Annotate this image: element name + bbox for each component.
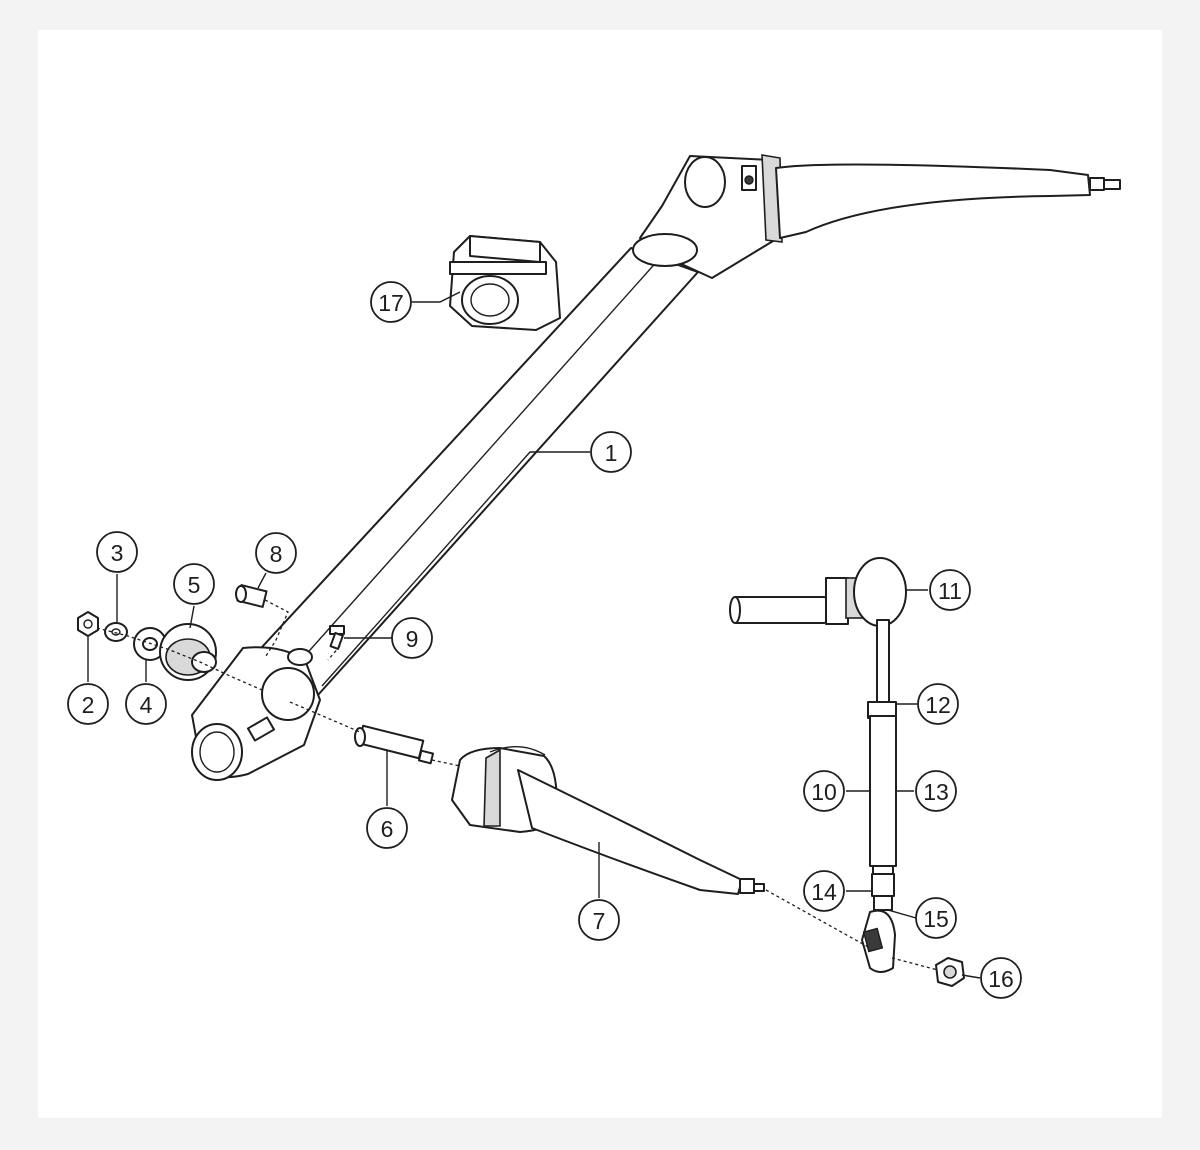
callout-label: 7	[593, 908, 606, 934]
callout-circle	[96, 531, 138, 573]
callout-label: 4	[140, 692, 153, 718]
callout-2: 2	[67, 683, 109, 725]
callout-label: 17	[378, 290, 404, 316]
callout-label: 11	[938, 578, 962, 604]
washer-3	[104, 622, 128, 642]
callout-label: 9	[406, 626, 419, 652]
callout-circle	[370, 281, 412, 323]
callout-11: 11	[929, 569, 971, 611]
pin-6	[354, 724, 435, 765]
bolt-9	[329, 625, 345, 650]
callout-14: 14	[803, 870, 845, 912]
upper-housing	[632, 154, 783, 279]
callout-label: 2	[82, 692, 95, 718]
callout-label: 15	[923, 906, 949, 932]
callout-13: 13	[915, 770, 957, 812]
bushing	[449, 235, 561, 331]
assembly-lines	[96, 599, 939, 971]
callout-circle	[929, 569, 971, 611]
lower-arm	[451, 746, 765, 895]
callout-circle	[67, 683, 109, 725]
callout-label: 10	[811, 779, 837, 805]
callout-label: 12	[925, 692, 951, 718]
callout-label: 1	[605, 440, 618, 466]
callout-circle	[980, 957, 1022, 999]
callout-circle	[173, 563, 215, 605]
cam-plate-5	[159, 623, 217, 681]
callout-label: 3	[111, 540, 124, 566]
callout-9: 9	[391, 617, 433, 659]
nut-16	[935, 957, 965, 987]
callout-circle	[803, 770, 845, 812]
link-assembly	[729, 557, 907, 973]
callout-circle	[915, 897, 957, 939]
callout-8: 8	[255, 532, 297, 574]
callout-circle	[803, 870, 845, 912]
callout-4: 4	[125, 683, 167, 725]
callout-label: 13	[923, 779, 949, 805]
callout-circle	[917, 683, 959, 725]
callout-12: 12	[917, 683, 959, 725]
callout-6: 6	[366, 807, 408, 849]
sleeve-8	[235, 584, 268, 608]
callout-10: 10	[803, 770, 845, 812]
callout-label: 14	[811, 879, 837, 905]
upper-arm	[775, 163, 1121, 239]
callout-3: 3	[96, 531, 138, 573]
callout-17: 17	[370, 281, 412, 323]
nut-2	[77, 611, 99, 637]
callout-circle	[590, 431, 632, 473]
callout-7: 7	[578, 899, 620, 941]
callout-circle	[391, 617, 433, 659]
callout-circle	[366, 807, 408, 849]
callout-label: 5	[188, 572, 201, 598]
callout-circle	[125, 683, 167, 725]
callout-circle	[915, 770, 957, 812]
callout-circle	[255, 532, 297, 574]
callout-15: 15	[915, 897, 957, 939]
callout-5: 5	[173, 563, 215, 605]
leader-lines	[87, 291, 981, 979]
callout-circle	[578, 899, 620, 941]
callout-label: 8	[270, 541, 283, 567]
callout-label: 6	[381, 816, 394, 842]
callout-label: 16	[988, 966, 1014, 992]
callout-1: 1	[590, 431, 632, 473]
callout-16: 16	[980, 957, 1022, 999]
